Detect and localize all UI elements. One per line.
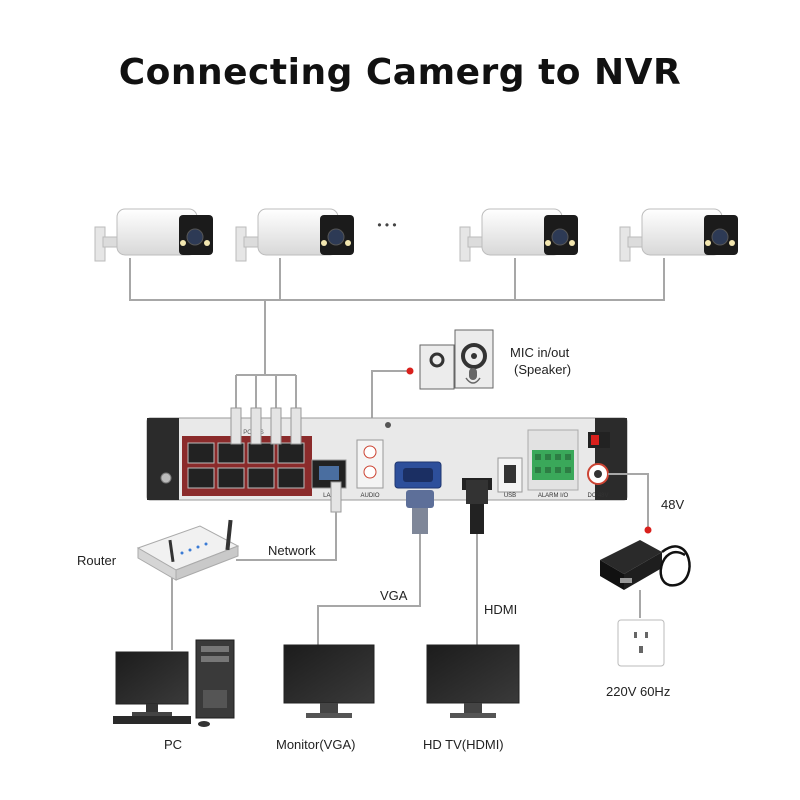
dc-input: DC 48V bbox=[587, 463, 609, 499]
more-cameras-dots: • • • bbox=[377, 218, 396, 232]
usb-port: USB bbox=[497, 457, 523, 499]
router-label: Router bbox=[77, 553, 117, 568]
audio-cable bbox=[371, 367, 414, 440]
audio-port: AUDIO bbox=[356, 439, 384, 499]
hdmi-label: HDMI bbox=[484, 602, 518, 617]
network-cable bbox=[236, 481, 342, 561]
power-switch-rocker bbox=[591, 435, 599, 445]
hdtv-label: HD TV(HDMI) bbox=[423, 737, 504, 752]
pc-icon bbox=[113, 639, 235, 727]
camera-1 bbox=[94, 208, 213, 262]
poe-port-block: PoE PORTS bbox=[182, 430, 312, 496]
monitor-icon bbox=[283, 644, 375, 718]
poe-plugs bbox=[230, 407, 302, 445]
mic-label: MIC in/out bbox=[510, 345, 570, 360]
camera-2 bbox=[235, 208, 354, 262]
network-label: Network bbox=[268, 543, 316, 558]
speaker-label: (Speaker) bbox=[514, 362, 572, 377]
nvr-recorder: PoE PORTS LAN AUDIO bbox=[146, 417, 628, 501]
wall-socket-icon bbox=[617, 619, 665, 667]
camera-3 bbox=[459, 208, 578, 262]
audio-port-label: AUDIO bbox=[360, 493, 379, 499]
power-cable bbox=[608, 473, 652, 618]
lan-port-label: LAN bbox=[323, 493, 335, 499]
speaker-icon bbox=[419, 329, 494, 390]
page-title: Connecting Camerg to NVR bbox=[118, 52, 682, 93]
power-48v-label: 48V bbox=[661, 497, 685, 512]
pc-label: PC bbox=[164, 737, 183, 752]
dc-port-label: DC 48V bbox=[587, 493, 608, 499]
camera-cable-bus bbox=[129, 258, 665, 410]
camera-4 bbox=[619, 208, 738, 262]
hdtv-icon bbox=[426, 644, 520, 718]
mains-label: 220V 60Hz bbox=[606, 684, 671, 699]
usb-port-label: USB bbox=[504, 493, 516, 499]
vga-cable bbox=[317, 490, 434, 645]
vga-label: VGA bbox=[380, 588, 408, 603]
alarm-port-label: ALARM I/O bbox=[538, 493, 569, 499]
vga-port bbox=[394, 461, 442, 489]
alarm-terminal: ALARM I/O bbox=[527, 429, 579, 499]
hdmi-cable bbox=[466, 480, 488, 645]
monitor-label: Monitor(VGA) bbox=[276, 737, 356, 752]
router-icon bbox=[136, 519, 240, 581]
poe-port-label: PoE PORTS bbox=[230, 430, 264, 436]
power-adapter-icon bbox=[600, 540, 691, 590]
